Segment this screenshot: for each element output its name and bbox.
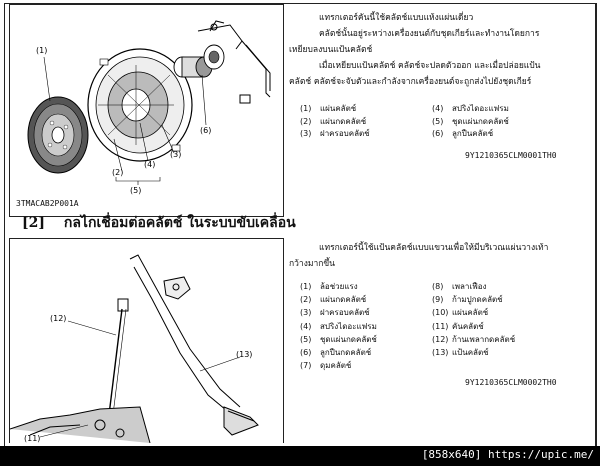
list-item: (3)ฝาครอบคลัตช์: [300, 308, 370, 318]
callout-3: (3): [170, 150, 181, 159]
part1-list-right: (4)สปริงไดอะแฟรม (5)ชุดแผ่นกดคลัตช์ (6)ล…: [432, 103, 572, 141]
list-item: (5)ชุดแผ่นกดคลัตช์: [300, 334, 377, 344]
part2-line-1: แทรกเตอร์นี้ใช้แป้นคลัตช์แบบแขวนเพื่อให้…: [319, 243, 549, 253]
list-item: (1)แผ่นคลัตช์: [300, 104, 357, 113]
clutch-linkage-drawing: (12) (13) (11): [10, 254, 259, 443]
callout-12: (12): [50, 314, 66, 323]
callout-5: (5): [130, 186, 141, 195]
release-fork-drawing: [197, 20, 271, 104]
callout-2: (2): [112, 168, 123, 177]
clutch-assembly-figure: (1) (2) (3) (4) (5) (6) 3TMACAB2P001A: [9, 4, 284, 217]
section-title: กลไกเชื่อมต่อคลัตช์ ในระบบขับเคลื่อน: [63, 215, 296, 231]
release-bearing-drawing: [173, 44, 225, 78]
part1-paragraph: แทรกเตอร์คันนี้ใช้คลัตช์แบบแห้งแผ่นเดี่ย…: [289, 10, 579, 90]
pedal-arm: [129, 254, 241, 408]
callout-4: (4): [144, 160, 155, 169]
part2-doc-code: 9Y1210365CLM0002TH0: [465, 378, 557, 387]
part1-line-3: เหยียบลงบนแป้นคลัตช์: [289, 45, 373, 55]
section-number: [2]: [22, 215, 45, 231]
part1-line-4: เมื่อเหยียบแป้นคลัตช์ คลัตช์จะปลดตัวออก …: [319, 61, 541, 71]
part2-list-right: (8)เพลาเฟือง (9)ก้ามปูกดคลัตช์ (10)แผ่นค…: [432, 280, 572, 359]
part1-line-2: คลัตช์นั้นอยู่ระหว่างเครื่องยนต์กับชุดเก…: [319, 29, 540, 39]
part1-list-left: (1)แผ่นคลัตช์ (2)แผ่นกดคลัตช์ (3)ฝาครอบค…: [300, 103, 440, 141]
callout-1: (1): [36, 46, 47, 55]
list-item: (8)เพลาเฟือง: [432, 282, 487, 291]
part2-line-2: กว้างมากขึ้น: [289, 259, 335, 269]
part1-doc-code: 9Y1210365CLM0001TH0: [465, 151, 557, 160]
list-item: (10)แผ่นคลัตช์: [432, 308, 489, 318]
clutch-exploded-drawing: (1) (2) (3) (4) (5) (6): [27, 20, 271, 195]
watermark-bar: [0, 446, 600, 466]
figure-code: 3TMACAB2P001A: [16, 199, 79, 208]
list-item: (2)แผ่นกดคลัตช์: [300, 116, 367, 126]
list-item: (9)ก้ามปูกดคลัตช์: [432, 295, 503, 305]
clutch-cover-drawing: [87, 48, 193, 162]
list-item: (7)ดุมคลัตช์: [300, 361, 352, 371]
list-item: (11)คันคลัตช์: [432, 321, 484, 331]
part1-line-5: คลัตช์ คลัตช์จะจับตัวและกำลังจากเครื่องย…: [289, 77, 532, 87]
clutch-linkage-figure: (12) (13) (11): [9, 238, 284, 443]
part1-line-1: แทรกเตอร์คันนี้ใช้คลัตช์แบบแห้งแผ่นเดี่ย…: [319, 13, 474, 23]
list-item: (6)ลูกปืนคลัตช์: [432, 129, 494, 138]
list-item: (13)แป้นคลัตช์: [432, 348, 489, 358]
list-item: (2)แผ่นกดคลัตช์: [300, 295, 367, 305]
list-item: (1)ล้อช่วยแรง: [300, 282, 358, 291]
list-item: (4)สปริงไดอะแฟรม: [300, 321, 377, 331]
list-item: (12)ก้านเพลากดคลัตช์: [432, 334, 516, 344]
part2-list-left: (1)ล้อช่วยแรง (2)แผ่นกดคลัตช์ (3)ฝาครอบค…: [300, 280, 440, 372]
watermark-text: [858x640] https://upic.me/: [421, 448, 594, 461]
callout-6: (6): [200, 126, 211, 135]
section-heading: [2] กลไกเชื่อมต่อคลัตช์ ในระบบขับเคลื่อน: [22, 212, 296, 234]
callout-11: (11): [24, 434, 40, 443]
list-item: (6)ลูกปืนกดคลัตช์: [300, 348, 372, 358]
list-item: (5)ชุดแผ่นกดคลัตช์: [432, 116, 509, 126]
part2-paragraph: แทรกเตอร์นี้ใช้แป้นคลัตช์แบบแขวนเพื่อให้…: [289, 240, 579, 272]
list-item: (3)ฝาครอบคลัตช์: [300, 129, 370, 138]
clutch-disc-drawing: [27, 96, 89, 174]
callout-13: (13): [236, 350, 252, 359]
list-item: (4)สปริงไดอะแฟรม: [432, 104, 509, 113]
